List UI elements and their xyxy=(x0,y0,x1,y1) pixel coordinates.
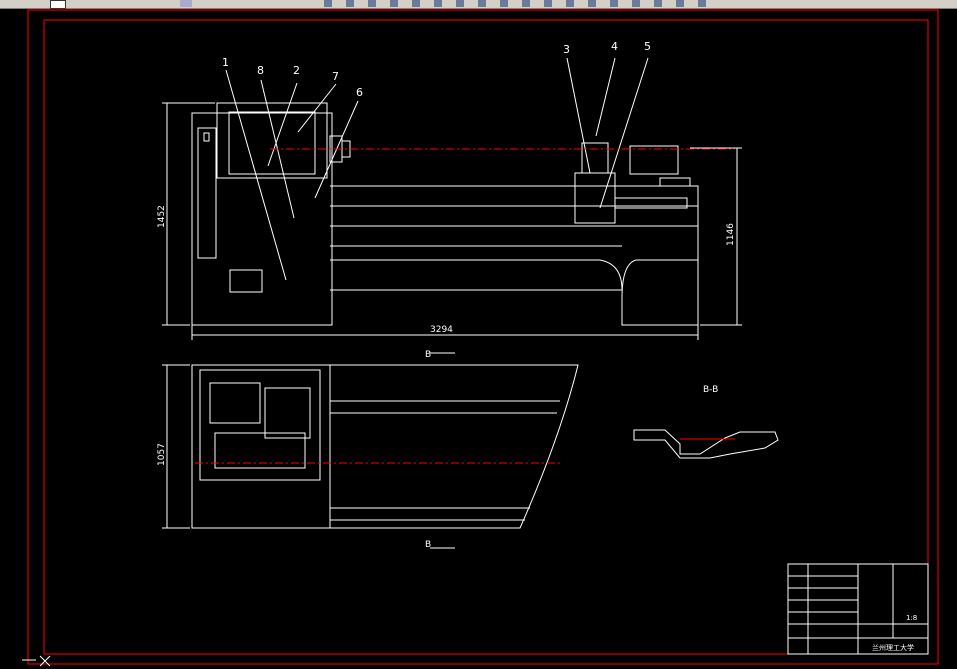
title-block xyxy=(787,563,929,655)
inner-border xyxy=(43,19,929,655)
section-b-b xyxy=(633,429,779,459)
toolbar-icon[interactable] xyxy=(180,0,192,7)
part-number-8: 8 xyxy=(257,64,264,77)
part-number-6: 6 xyxy=(356,86,363,99)
part-number-1: 1 xyxy=(222,56,229,69)
cad-toolbar xyxy=(0,0,957,9)
cad-drawing: 1452 1146 3294 1 8 2 7 6 3 4 5 1057 B B … xyxy=(22,9,939,667)
title-block-institution: 兰州理工大学 xyxy=(872,643,914,652)
lathe-front-view xyxy=(162,57,742,340)
dim-height: 1452 xyxy=(157,205,167,228)
dim-depth: 1057 xyxy=(157,443,167,466)
outer-border xyxy=(27,9,939,665)
part-number-4: 4 xyxy=(611,40,618,53)
section-marker-bottom: B xyxy=(425,540,431,550)
toolbar-icon[interactable] xyxy=(50,0,66,9)
section-marker-top: B xyxy=(425,350,431,360)
section-title: B-B xyxy=(703,385,718,395)
toolbar-icon[interactable] xyxy=(310,0,710,7)
lathe-plan-view xyxy=(162,352,579,549)
part-number-7: 7 xyxy=(332,70,339,83)
part-number-2: 2 xyxy=(293,64,300,77)
title-block-scale: 1:8 xyxy=(906,614,917,622)
part-number-3: 3 xyxy=(563,43,570,56)
ucs-icon xyxy=(22,655,51,667)
part-number-5: 5 xyxy=(644,40,651,53)
dim-center-height: 1146 xyxy=(726,223,736,246)
dim-overall-length: 3294 xyxy=(430,325,453,335)
